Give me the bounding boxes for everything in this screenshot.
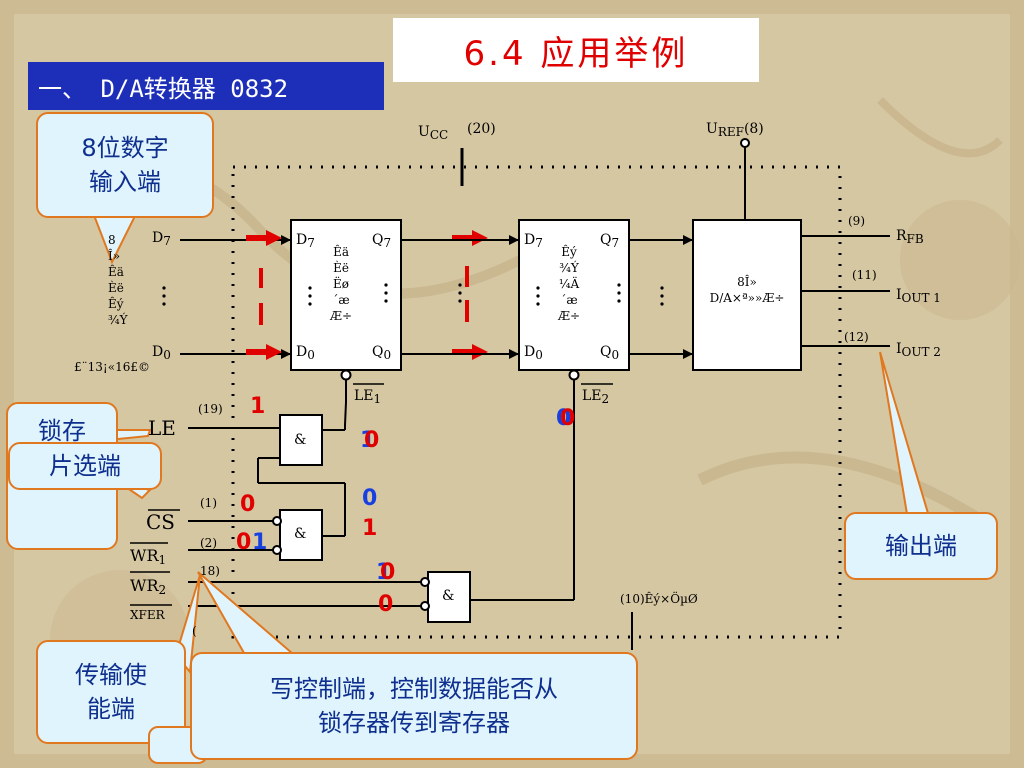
bit-xfer: 0 xyxy=(378,592,394,617)
wr2-label: WR2 xyxy=(130,576,167,597)
ucc-label: UCC xyxy=(418,124,449,142)
bit-g2-out: 1 xyxy=(362,516,378,541)
bit-wr1-0: 0 xyxy=(236,530,252,555)
gnd-label: (10)Êý×ÖµØ xyxy=(620,592,698,606)
latch2-d0: D0 xyxy=(524,344,543,362)
bit-wr1-1: 1 xyxy=(252,530,268,555)
xfer-pin-number: ( xyxy=(192,624,197,638)
latch2-text: Êý ¾Ý ¼Ä ´æ Æ÷ xyxy=(558,245,581,323)
iout1-pin-number: (11) xyxy=(852,268,877,282)
callout-transfer-enable: 传输使 能端 xyxy=(36,640,186,744)
rfb-label: RFB xyxy=(896,228,924,246)
callout-chip-select: 片选端 xyxy=(8,442,162,490)
cs-label: CS xyxy=(146,510,176,534)
latch2-q7: Q7 xyxy=(600,232,620,250)
latch1-text: Êä Èë Ëø ´æ Æ÷ xyxy=(330,245,353,323)
bit-g1-out-blue: 1 xyxy=(360,428,376,453)
and-gate-3 xyxy=(427,571,471,623)
le2-label: LE2 xyxy=(582,388,610,406)
latch1-q7: Q7 xyxy=(372,232,392,250)
ucc-pin-number: (20) xyxy=(467,121,496,137)
input-side-label: 8 Î» Êä Èë Êý ¾Ý xyxy=(108,233,128,327)
d0-input-label: D0 xyxy=(152,344,171,362)
bit-g2-in: 0 xyxy=(362,486,378,511)
wr1-pin-number: (2) xyxy=(200,536,217,550)
latch2-d7: D7 xyxy=(524,232,543,250)
callout-digital-input: 8位数字 输入端 xyxy=(36,112,214,218)
bit-le2-blue: 0 xyxy=(556,406,572,431)
bit-wr2-red: 0 xyxy=(380,560,396,585)
xfer-label: XFER xyxy=(130,608,165,622)
iout2-label: IOUT 2 xyxy=(896,341,941,359)
le1-label: LE1 xyxy=(354,388,382,406)
latch1-q0: Q0 xyxy=(372,344,392,362)
le-label: LE xyxy=(148,416,176,440)
uref-pin-circle xyxy=(740,138,750,148)
bit-le: 1 xyxy=(250,394,266,419)
section-heading: 一、 D/A转换器 0832 xyxy=(28,62,384,110)
bit-le2-red: 0 xyxy=(560,406,576,431)
dac-text: 8Î» D/A×ª»»Æ÷ xyxy=(709,275,785,305)
latch1-d7: D7 xyxy=(296,232,315,250)
and-gate-3-label: & xyxy=(442,588,455,604)
wr2-pin-number: 18) xyxy=(200,564,220,578)
callout-write-control: 写控制端，控制数据能否从 锁存器传到寄存器 xyxy=(190,652,638,760)
and-gate-2 xyxy=(279,509,323,561)
dac-block xyxy=(692,219,802,371)
iout1-label: IOUT 1 xyxy=(896,287,941,305)
le-pin-number: (19) xyxy=(198,402,223,416)
cs-pin-number: (1) xyxy=(200,496,217,510)
iout2-pin-number: (12) xyxy=(844,330,869,344)
bit-wr2-blue: 1 xyxy=(376,560,392,585)
page-title: 6.4 应用举例 xyxy=(393,18,759,82)
and-gate-1 xyxy=(279,414,323,466)
callout-output: 输出端 xyxy=(844,512,998,580)
wr1-label: WR1 xyxy=(130,546,167,567)
latch1-d0: D0 xyxy=(296,344,315,362)
data-register-block xyxy=(518,219,630,371)
latch2-q0: Q0 xyxy=(600,344,620,362)
rfb-pin-number: (9) xyxy=(848,214,865,228)
uref-label: UREF(8) xyxy=(706,121,764,139)
and-gate-1-label: & xyxy=(294,432,307,448)
input-pins-label: £¨13¡«16£© xyxy=(74,360,150,374)
and-gate-2-label: & xyxy=(294,526,307,542)
bit-g1-out-red: 0 xyxy=(364,428,380,453)
bit-cs: 0 xyxy=(240,492,256,517)
d7-input-label: D7 xyxy=(152,230,171,248)
